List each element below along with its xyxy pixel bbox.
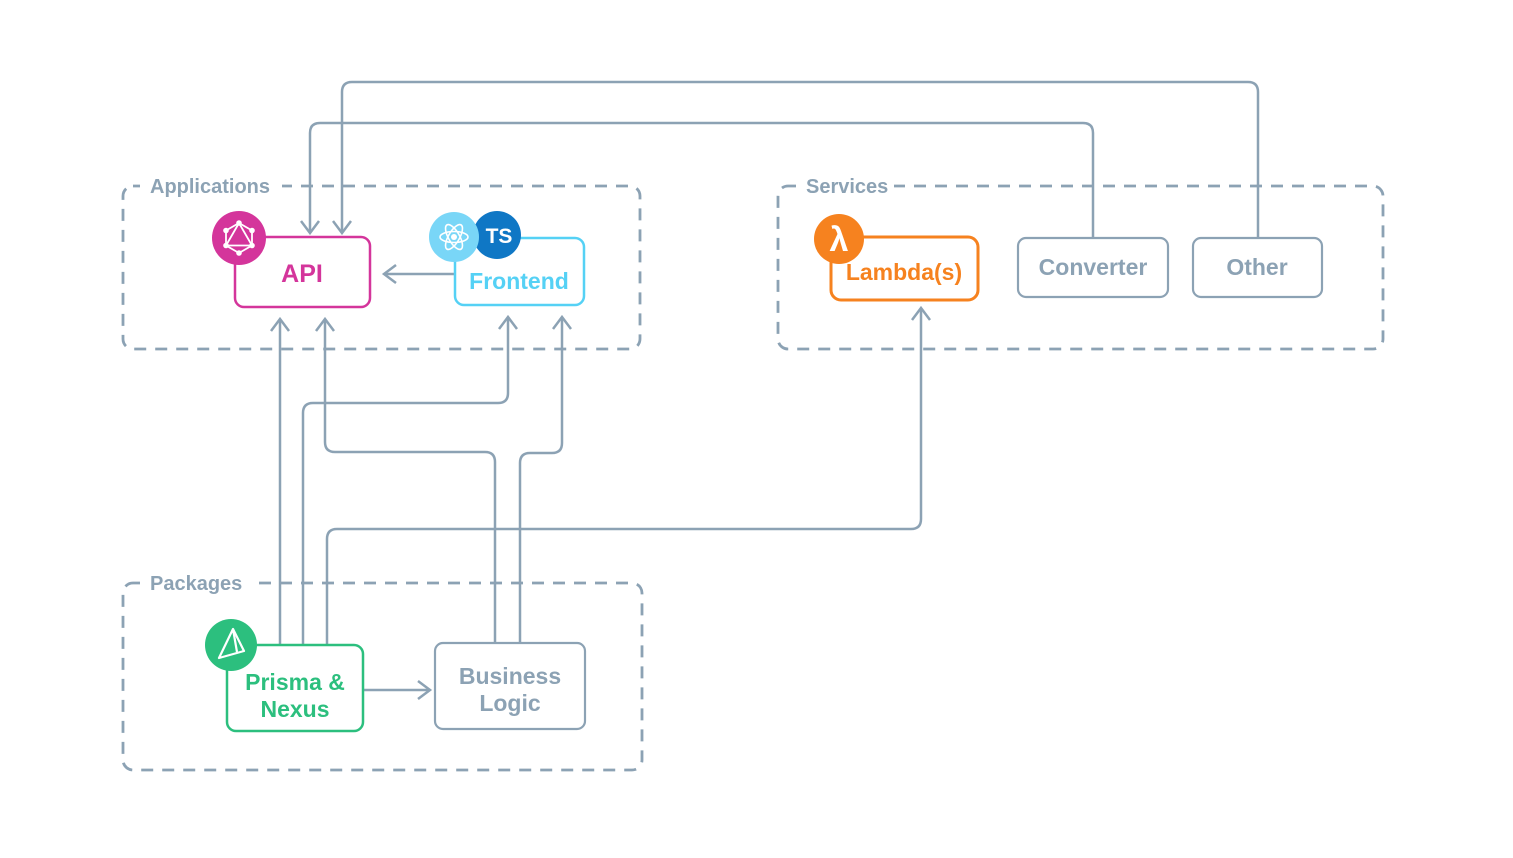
container-packages (121, 581, 644, 772)
edge-prisma-to-business-logic (363, 680, 433, 700)
react-atom (439, 223, 469, 251)
converter-box (1016, 236, 1170, 299)
edge-prisma-to-lambda (325, 305, 931, 645)
connector-line (340, 80, 1260, 238)
graphql-node-dot (236, 220, 242, 226)
api-label: API (281, 260, 323, 288)
node-converter: Converter (1016, 236, 1170, 299)
lambda-box (829, 235, 980, 302)
packages-label-bg (140, 571, 252, 595)
aws-lambda-icon: λ (814, 214, 864, 264)
node-prisma-nexus: Prisma & Nexus (225, 643, 365, 733)
node-api: API (233, 235, 372, 309)
edge-frontend-to-api (381, 264, 455, 284)
arrowhead-down-icon (332, 220, 352, 236)
arrowhead-up-icon (498, 314, 518, 330)
graphql-icon-circle (212, 211, 266, 265)
services-dashed-box (776, 184, 1385, 351)
node-business-logic: Business Logic (433, 641, 587, 731)
prisma-nexus-label-line2: Nexus (260, 696, 329, 722)
graphql-icon (212, 211, 266, 265)
arrowhead-up-icon (315, 316, 335, 332)
converter-label: Converter (1039, 254, 1148, 280)
lambda-glyph: λ (830, 221, 849, 259)
edge-prisma-to-api (270, 316, 290, 645)
lambda-label: Lambda(s) (846, 259, 962, 285)
connector-line (325, 308, 923, 645)
api-box (233, 235, 372, 309)
graphql-triangle (224, 221, 254, 247)
business-logic-box (433, 641, 587, 731)
arrowhead-left-icon (381, 264, 397, 284)
packages-dashed-box (121, 581, 644, 772)
connector-line (308, 121, 1095, 238)
connector-line (518, 317, 564, 643)
typescript-icon-circle (473, 211, 521, 259)
arrowhead-up-icon (270, 316, 290, 332)
applications-label-bg (140, 174, 282, 198)
edge-other-to-api (332, 80, 1260, 238)
other-box (1191, 236, 1324, 299)
graphql-node-dot (249, 227, 255, 234)
services-label-bg (796, 174, 894, 198)
react-icon (429, 212, 479, 262)
other-label: Other (1226, 254, 1287, 280)
connector-line (301, 317, 510, 645)
node-lambda: Lambda(s) (829, 235, 980, 302)
graphql-node-dot (223, 227, 229, 234)
prisma-nexus-box (225, 643, 365, 733)
node-other: Other (1191, 236, 1324, 299)
typescript-badge-text: TS (486, 225, 513, 248)
react-atom-core (451, 234, 457, 240)
connector-line (323, 319, 497, 643)
prisma-triangle-fold (231, 628, 239, 653)
edge-business-logic-to-api (315, 316, 497, 643)
container-services (776, 184, 1385, 351)
prisma-nexus-label-line1: Prisma & (245, 669, 345, 695)
prisma-icon-circle (205, 619, 257, 671)
graphql-node-dot (223, 242, 229, 249)
services-label: Services (806, 176, 888, 198)
packages-label: Packages (150, 573, 242, 595)
edge-business-logic-to-frontend (518, 314, 572, 643)
typescript-icon: TS (473, 211, 521, 259)
frontend-label: Frontend (469, 268, 569, 294)
arrowhead-right-icon (417, 680, 433, 700)
prisma-icon (205, 619, 257, 671)
edge-converter-to-api (300, 121, 1095, 238)
business-logic-label-line2: Logic (479, 690, 541, 716)
edge-prisma-to-frontend (301, 314, 518, 645)
graphql-node-dot (249, 242, 255, 249)
graphql-node-dot (236, 250, 242, 256)
lambda-icon-circle (814, 214, 864, 264)
arrowhead-up-icon (911, 305, 931, 321)
business-logic-label-line1: Business (459, 663, 561, 689)
prisma-triangle (217, 627, 246, 660)
applications-label: Applications (150, 176, 270, 198)
arrowhead-down-icon (300, 220, 320, 236)
arrowhead-up-icon (552, 314, 572, 330)
